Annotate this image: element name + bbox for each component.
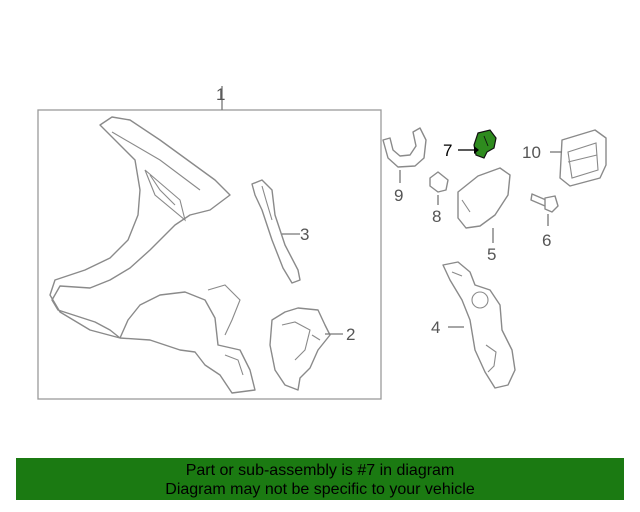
arrow-head-7: [474, 146, 479, 154]
callout-2: 2: [346, 325, 355, 344]
callout-6: 6: [542, 231, 551, 250]
fuel-filler-door: [457, 167, 511, 229]
fuel-filler-housing: [559, 129, 607, 187]
callout-9: 9: [394, 186, 403, 205]
callout-3: 3: [300, 225, 309, 244]
info-banner: Part or sub-assembly is #7 in diagram Di…: [16, 458, 624, 500]
callout-7: 7: [443, 141, 452, 160]
callout-10: 10: [522, 143, 541, 162]
callout-5: 5: [487, 245, 496, 264]
trim-clip: [382, 127, 427, 168]
bolt: [530, 193, 559, 213]
quarter-panel: [49, 116, 256, 394]
callout-4: 4: [431, 318, 440, 337]
bumper-stopper: [429, 171, 449, 193]
banner-line-part-number: Part or sub-assembly is #7 in diagram: [185, 462, 455, 479]
callout-1: 1: [216, 85, 225, 104]
banner-line-disclaimer: Diagram may not be specific to your vehi…: [165, 481, 475, 498]
assembly-frame: [37, 109, 382, 400]
wheel-house-panel: [269, 307, 331, 391]
rear-pillar-inner: [442, 261, 516, 389]
callout-8: 8: [432, 207, 441, 226]
fuel-door-spring: [473, 129, 497, 159]
pillar-reinforcement: [251, 179, 301, 284]
